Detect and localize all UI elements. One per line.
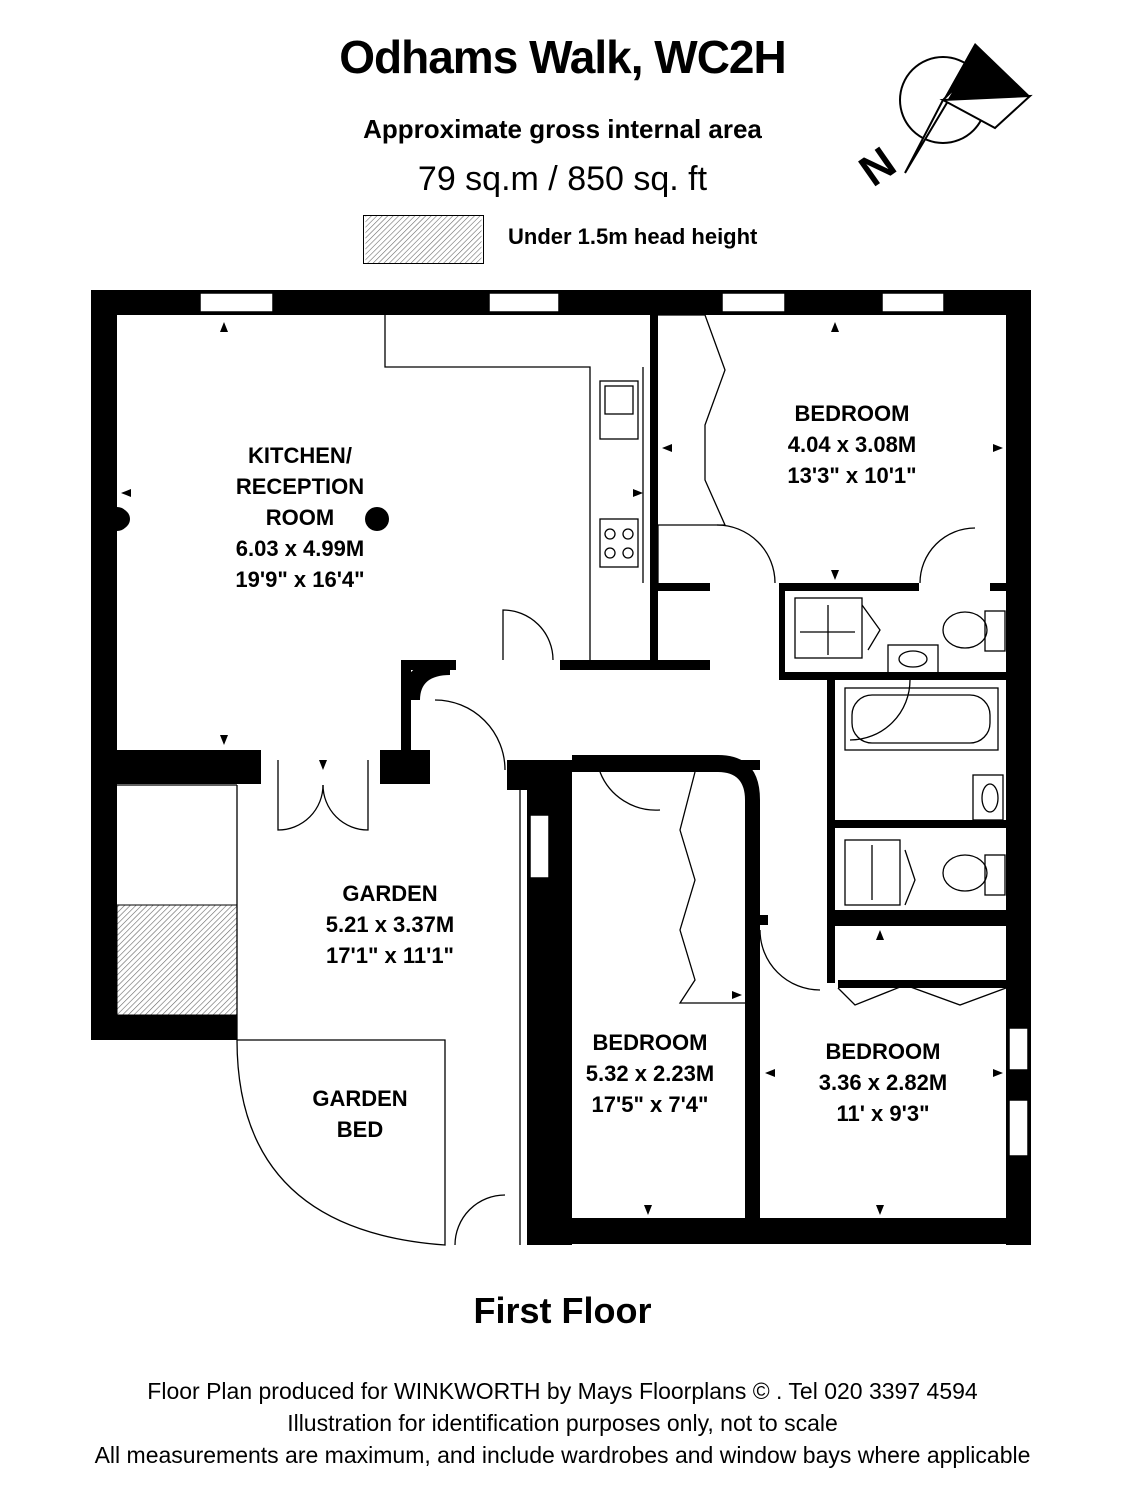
- area-value: 79 sq.m / 850 sq. ft: [417, 160, 708, 198]
- low-height-area: [116, 904, 238, 1016]
- room-label-garden-bed: GARDEN BED: [280, 1083, 440, 1145]
- bedroom2-name: BEDROOM: [592, 1030, 708, 1055]
- kitchen-dim-metric: 6.03 x 4.99M: [235, 536, 365, 561]
- footer-disclaimer: Illustration for identification purposes…: [287, 1410, 838, 1436]
- garden-name: GARDEN: [342, 881, 438, 906]
- garden-bed-name-line1: GARDEN: [312, 1086, 408, 1111]
- hatch-legend-swatch: [363, 215, 484, 264]
- room-label-garden: GARDEN 5.21 x 3.37M 17'1" x 11'1": [290, 878, 490, 971]
- column-marker: [365, 507, 389, 531]
- room-label-kitchen: KITCHEN/ RECEPTION ROOM 6.03 x 4.99M 19'…: [200, 440, 400, 595]
- bedroom2-dim-imperial: 17'5" x 7'4": [591, 1092, 709, 1117]
- bedroom3-dim-metric: 3.36 x 2.82M: [818, 1070, 948, 1095]
- north-compass-icon: N: [851, 43, 1033, 196]
- garden-dim-imperial: 17'1" x 11'1": [326, 943, 454, 968]
- windows: [199, 292, 1029, 1157]
- footer-measurements-note: All measurements are maximum, and includ…: [94, 1442, 1031, 1468]
- fixtures-lines: [117, 314, 1007, 1246]
- outer-walls: [91, 290, 1031, 1245]
- room-label-bedroom-1: BEDROOM 4.04 x 3.08M 13'3" x 10'1": [752, 398, 952, 491]
- garden-bed-name-line2: BED: [336, 1117, 384, 1142]
- bedroom1-dim-metric: 4.04 x 3.08M: [787, 432, 917, 457]
- bedroom2-dim-metric: 5.32 x 2.23M: [585, 1061, 715, 1086]
- area-caption: Approximate gross internal area: [363, 114, 762, 144]
- kitchen-name-line3: ROOM: [265, 505, 335, 530]
- dimension-markers: [121, 322, 1003, 1215]
- room-label-bedroom-3: BEDROOM 3.36 x 2.82M 11' x 9'3": [783, 1036, 983, 1129]
- room-label-bedroom-2: BEDROOM 5.32 x 2.23M 17'5" x 7'4": [550, 1027, 750, 1120]
- bedroom1-dim-imperial: 13'3" x 10'1": [787, 463, 917, 488]
- kitchen-name-line2: RECEPTION: [235, 474, 365, 499]
- bedroom3-dim-imperial: 11' x 9'3": [836, 1101, 930, 1126]
- garden-dim-metric: 5.21 x 3.37M: [325, 912, 455, 937]
- plan-title: Odhams Walk, WC2H: [339, 31, 786, 83]
- footer-credit: Floor Plan produced for WINKWORTH by May…: [147, 1378, 978, 1404]
- floor-label: First Floor: [473, 1290, 652, 1331]
- internal-walls: [401, 315, 1008, 1218]
- kitchen-name-line1: KITCHEN/: [248, 443, 352, 468]
- legend-label: Under 1.5m head height: [508, 224, 758, 249]
- bedroom1-name: BEDROOM: [794, 401, 910, 426]
- kitchen-dim-imperial: 19'9" x 16'4": [235, 567, 365, 592]
- bedroom3-name: BEDROOM: [825, 1039, 941, 1064]
